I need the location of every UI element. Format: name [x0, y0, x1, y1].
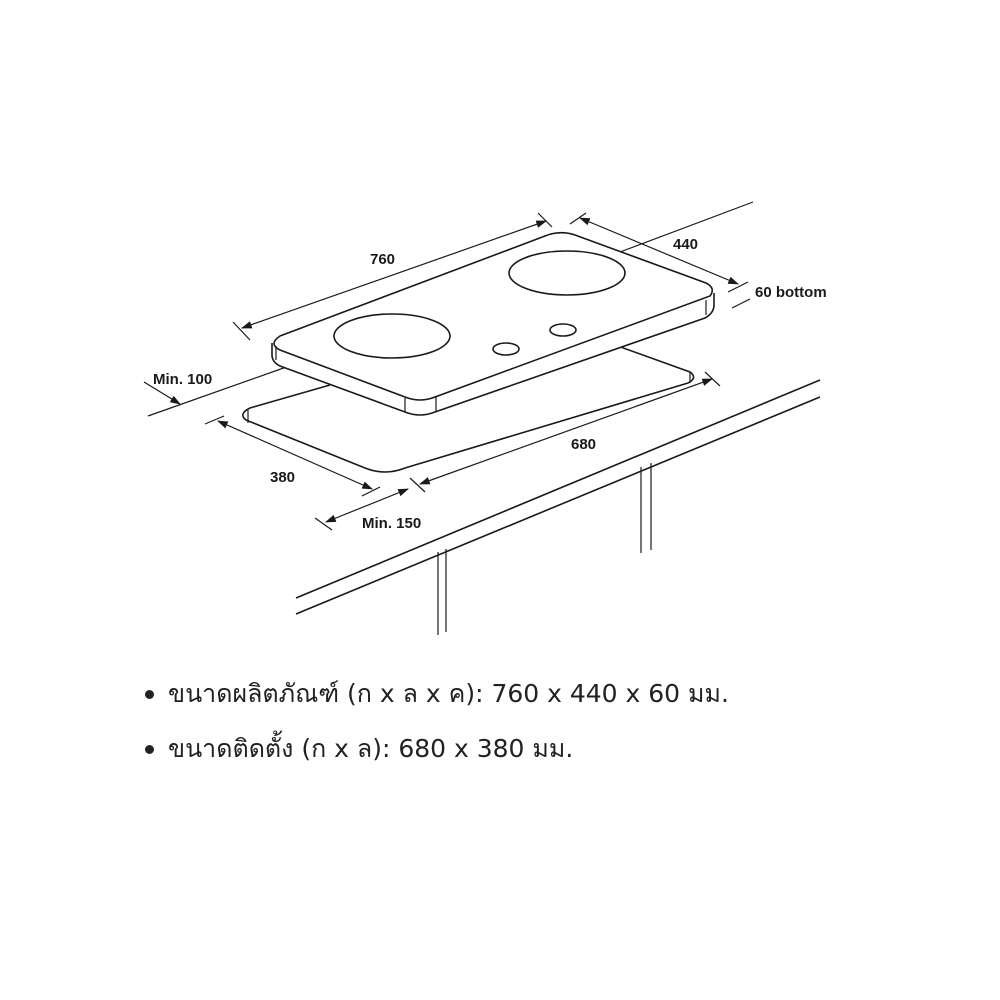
label-60-bottom: 60 bottom — [755, 284, 827, 301]
knob — [492, 342, 520, 356]
dimension-lines — [143, 212, 751, 531]
bullet-icon — [145, 689, 154, 699]
label-min-150: Min. 150 — [362, 515, 421, 532]
burner-right — [508, 250, 626, 296]
label-380: 380 — [270, 469, 295, 486]
label-760: 760 — [370, 251, 395, 268]
label-680: 680 — [571, 436, 596, 453]
countertop — [147, 201, 821, 635]
spec-product-size: ขนาดผลิตภัณฑ์ (ก x ล x ค): 760 x 440 x 6… — [145, 674, 729, 714]
knob — [549, 323, 577, 337]
spec-install-size: ขนาดติดตั้ง (ก x ล): 680 x 380 มม. — [145, 729, 573, 769]
label-440: 440 — [673, 236, 698, 253]
spec-text: ขนาดติดตั้ง (ก x ล): 680 x 380 มม. — [168, 734, 574, 763]
spec-text: ขนาดผลิตภัณฑ์ (ก x ล x ค): 760 x 440 x 6… — [168, 679, 729, 708]
label-min-100: Min. 100 — [153, 371, 212, 388]
hob — [271, 231, 715, 416]
bullet-icon — [145, 744, 154, 754]
